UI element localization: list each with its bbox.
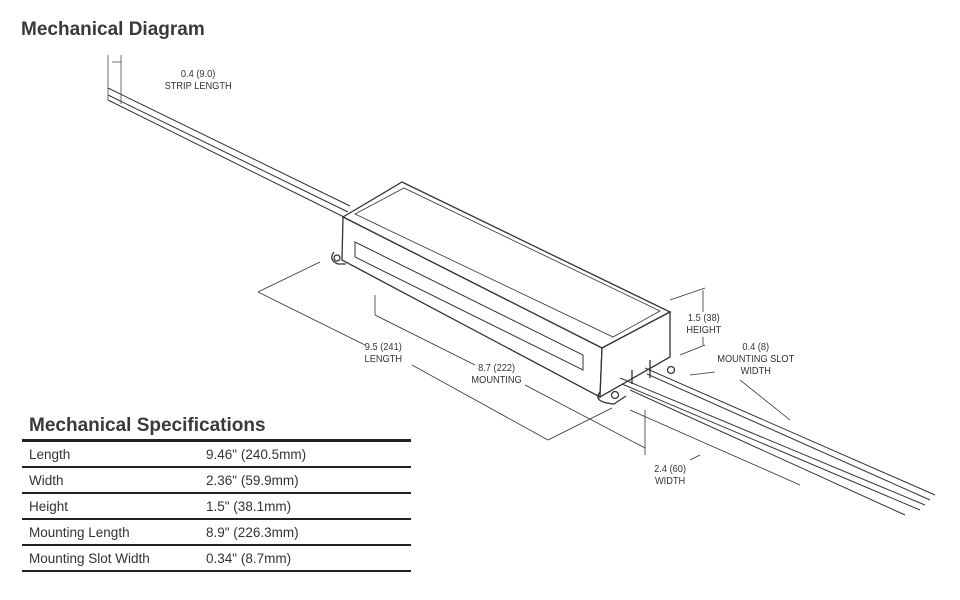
spec-value: 0.34" (8.7mm) <box>206 545 411 572</box>
spec-label: Mounting Length <box>22 519 206 546</box>
mounting-slot-label: 0.4 (8) MOUNTING SLOT WIDTH <box>717 341 795 377</box>
dimension-lines <box>257 261 801 486</box>
right-wires <box>619 367 936 516</box>
specs-title: Mechanical Specifications <box>29 415 266 436</box>
spec-label: Height <box>22 493 206 520</box>
spec-value: 8.9" (226.3mm) <box>206 519 411 546</box>
strip-length-label: 0.4 (9.0) STRIP LENGTH <box>164 68 232 92</box>
spec-value: 2.36" (59.9mm) <box>206 467 411 494</box>
spec-label: Mounting Slot Width <box>22 545 206 572</box>
length-label: 9.5 (241) LENGTH <box>364 341 403 365</box>
spec-value: 9.46" (240.5mm) <box>206 439 411 468</box>
diagram-title: Mechanical Diagram <box>21 19 205 40</box>
width-label: 2.4 (60) WIDTH <box>654 463 687 487</box>
spec-value: 1.5" (38.1mm) <box>206 493 411 520</box>
spec-label: Length <box>22 439 206 468</box>
ballast-box <box>331 181 676 405</box>
left-wires <box>107 55 351 219</box>
mounting-label: 8.7 (222) MOUNTING <box>471 362 522 386</box>
spec-label: Width <box>22 467 206 494</box>
height-label: 1.5 (38) HEIGHT <box>686 312 722 336</box>
